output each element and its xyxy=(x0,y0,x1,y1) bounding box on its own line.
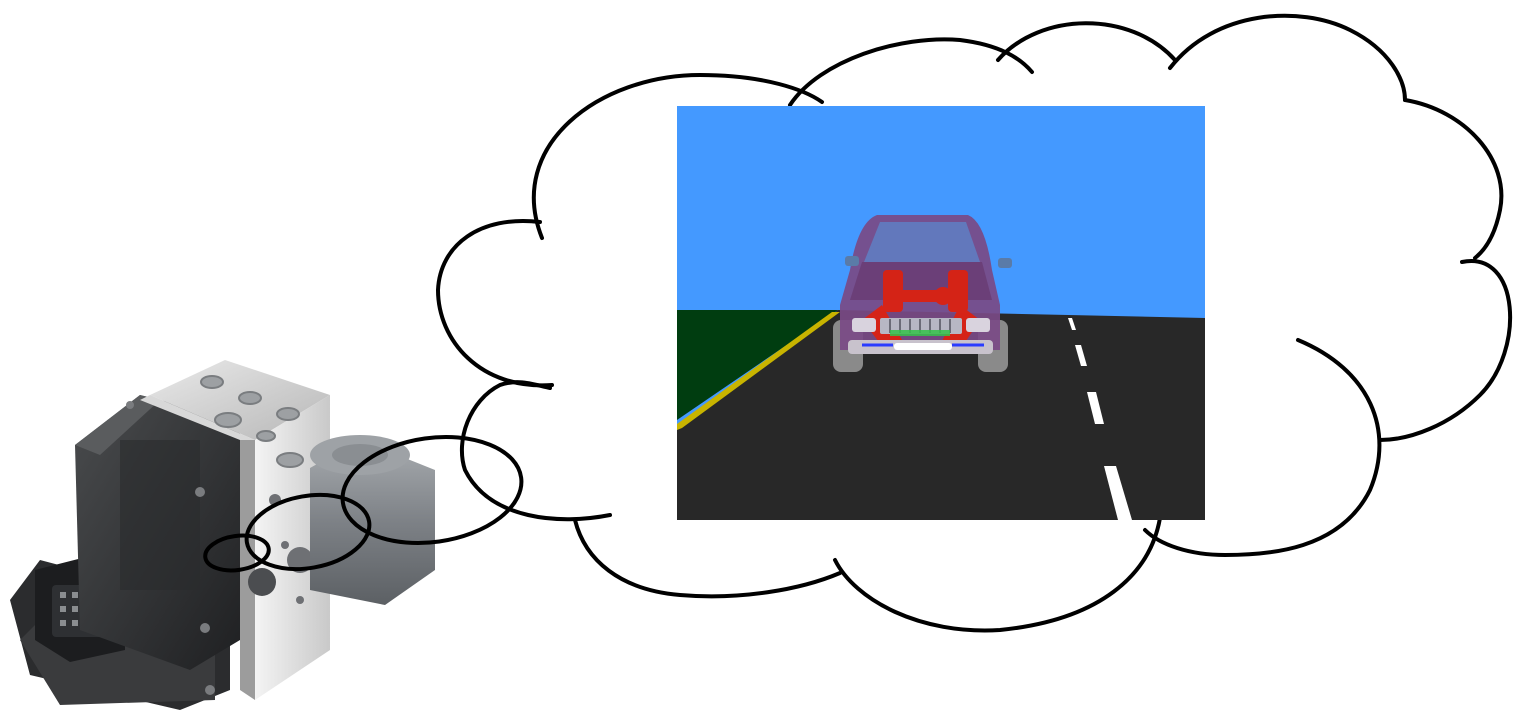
vehicle-simulation-icon xyxy=(677,106,1205,520)
